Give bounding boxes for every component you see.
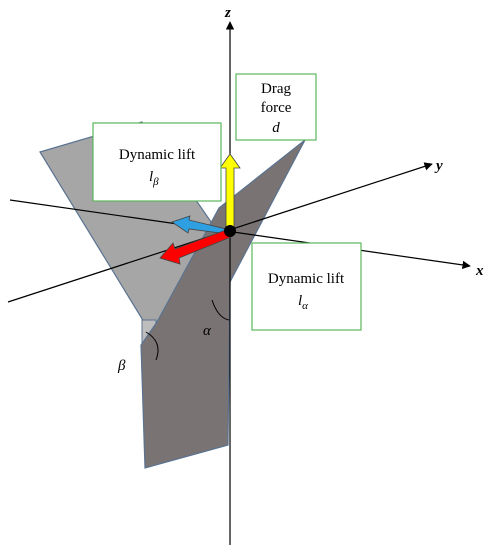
x-axis bbox=[9, 199, 471, 270]
lift-alpha-label: Dynamic lift bbox=[268, 271, 345, 287]
drag-force-label-line2: force bbox=[261, 100, 292, 116]
lift-beta-symbol: lβ bbox=[149, 169, 159, 188]
drag-force-symbol: d bbox=[272, 120, 280, 136]
lift-alpha-symbol: lα bbox=[298, 293, 308, 312]
lift-alpha-arrow bbox=[159, 229, 232, 265]
beta-angle-label: β bbox=[117, 358, 126, 374]
origin-point bbox=[224, 225, 236, 237]
alpha-angle-label: α bbox=[203, 323, 212, 339]
drag-force-box bbox=[235, 73, 317, 141]
lift-beta-box bbox=[92, 122, 222, 202]
drag-force-label-line1: Drag bbox=[261, 81, 291, 97]
lift-alpha-box bbox=[251, 242, 362, 331]
z-axis-label: z bbox=[224, 5, 231, 21]
drag-force-arrow bbox=[219, 153, 241, 229]
alpha-angle-arc bbox=[211, 299, 230, 321]
x-axis-label: x bbox=[475, 263, 484, 279]
y-axis-label: y bbox=[434, 158, 443, 174]
beta-angle-arc bbox=[145, 331, 159, 361]
lift-beta-label: Dynamic lift bbox=[119, 147, 196, 163]
